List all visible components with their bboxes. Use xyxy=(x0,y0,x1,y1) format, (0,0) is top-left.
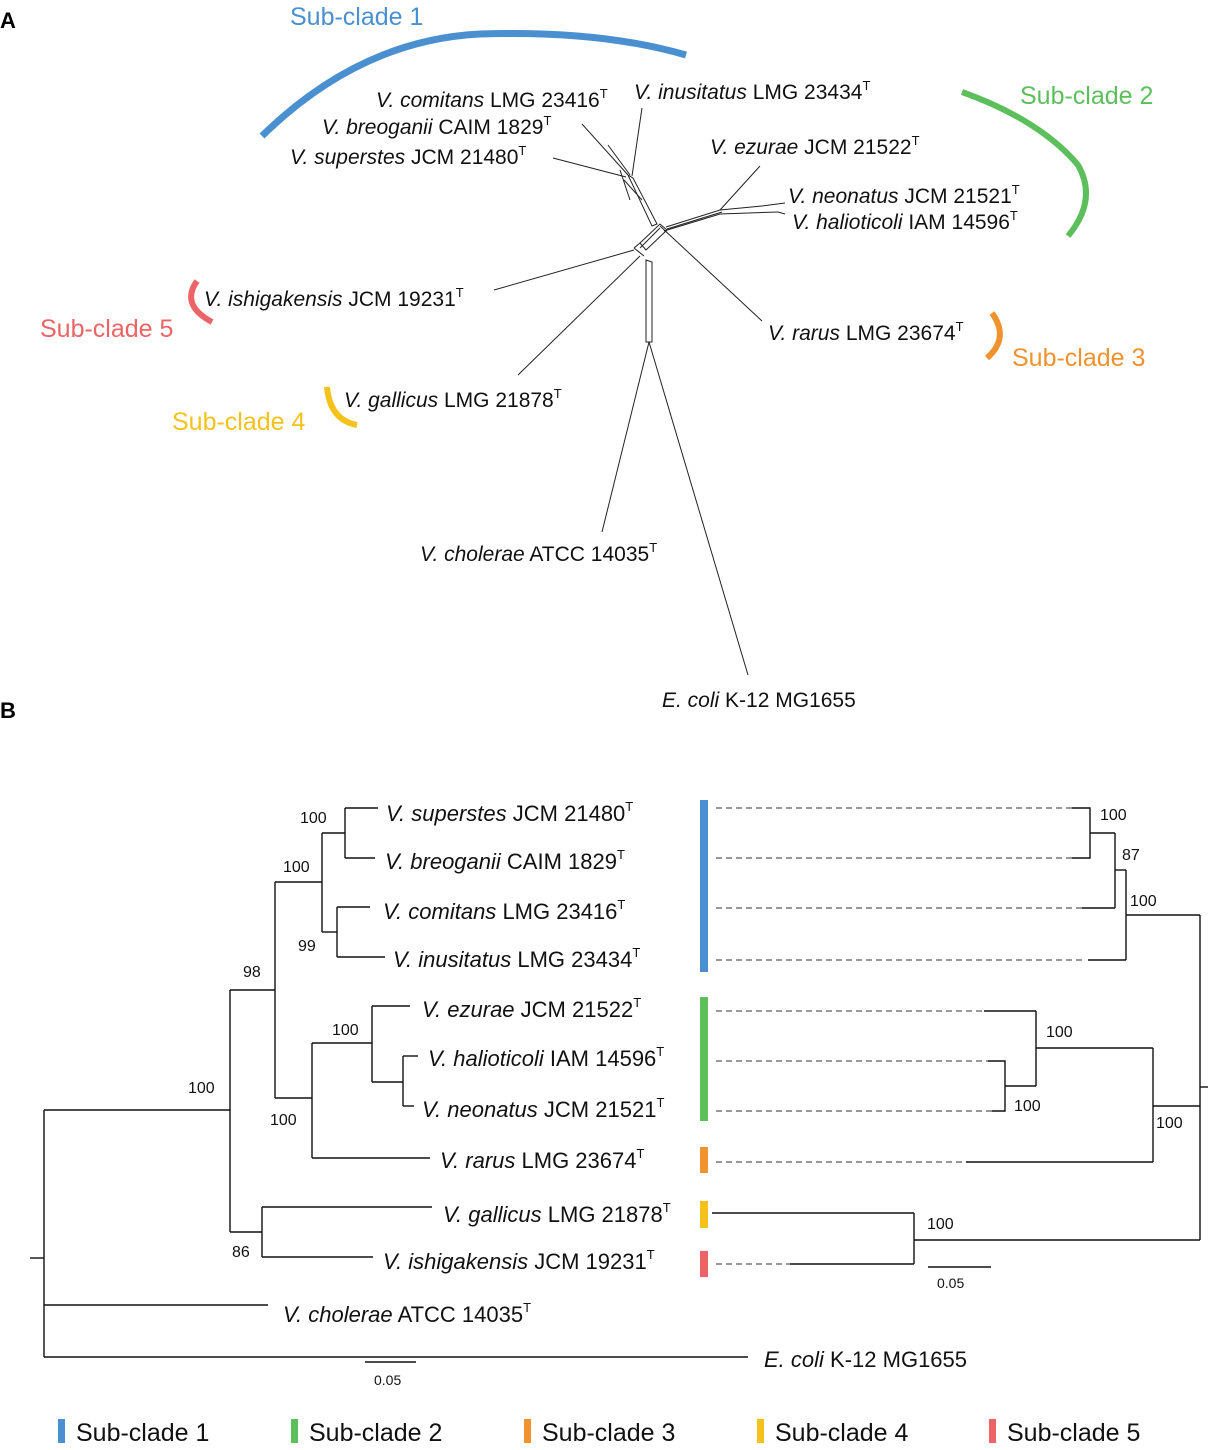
dashed-connectors xyxy=(716,807,1082,1265)
legend-swatch-subclade5 xyxy=(989,1419,996,1443)
subclade3-label: Sub-clade 3 xyxy=(1012,344,1145,372)
taxon-a-ecoli: E. coli K-12 MG1655 xyxy=(662,689,856,712)
bootstrap-label: 100 xyxy=(1100,807,1127,824)
left-tree xyxy=(30,807,748,1358)
taxon-b-cholerae: V. cholerae ATCC 14035T xyxy=(283,1300,531,1327)
bootstrap-label: 100 xyxy=(283,859,310,876)
taxon-b-gallicus: V. gallicus LMG 21878T xyxy=(443,1200,671,1227)
taxon-b-breoganii: V. breoganii CAIM 1829T xyxy=(385,847,625,874)
bootstrap-label: 100 xyxy=(1046,1024,1073,1041)
splits-network xyxy=(493,107,786,676)
left-scale-label: 0.05 xyxy=(374,1372,401,1388)
taxon-b-comitans: V. comitans LMG 23416T xyxy=(383,897,625,924)
legend-swatch-subclade2 xyxy=(291,1419,298,1443)
taxon-b-ezurae: V. ezurae JCM 21522T xyxy=(422,995,641,1022)
bootstrap-label: 100 xyxy=(270,1112,297,1129)
bootstrap-label: 100 xyxy=(188,1080,215,1097)
subclade2-bar xyxy=(700,997,708,1121)
subclade5-label: Sub-clade 5 xyxy=(40,315,173,343)
bootstrap-label: 98 xyxy=(243,964,261,981)
subclade4-label: Sub-clade 4 xyxy=(172,408,306,436)
legend-label-subclade1: Sub-clade 1 xyxy=(76,1419,209,1447)
legend-label-subclade3: Sub-clade 3 xyxy=(542,1419,675,1447)
taxon-a-gallicus: V. gallicus LMG 21878T xyxy=(344,386,562,412)
legend-label-subclade2: Sub-clade 2 xyxy=(309,1419,442,1447)
subclade1-arc xyxy=(259,29,687,139)
subclade3-arc xyxy=(984,311,1003,361)
taxon-a-inusitatus: V. inusitatus LMG 23434T xyxy=(634,78,870,104)
taxon-a-cholerae: V. cholerae ATCC 14035T xyxy=(420,540,657,566)
bootstrap-label: 100 xyxy=(1156,1115,1183,1132)
bootstrap-label: 99 xyxy=(298,938,316,955)
taxon-a-ishigakensis: V. ishigakensis JCM 19231T xyxy=(204,285,464,311)
taxon-b-halioticoli: V. halioticoli IAM 14596T xyxy=(428,1044,664,1071)
subclade2-arc xyxy=(960,89,1089,238)
taxon-b-ecoli: E. coli K-12 MG1655 xyxy=(764,1347,967,1372)
taxon-b-superstes: V. superstes JCM 21480T xyxy=(386,799,633,826)
bootstrap-label: 100 xyxy=(927,1216,954,1233)
taxon-b-ishigakensis: V. ishigakensis JCM 19231T xyxy=(383,1247,655,1274)
taxon-a-superstes: V. superstes JCM 21480T xyxy=(290,143,526,169)
legend-label-subclade4: Sub-clade 4 xyxy=(775,1419,909,1447)
legend-swatch-subclade1 xyxy=(58,1419,65,1443)
subclade5-bar xyxy=(700,1251,708,1277)
subclade1-bar xyxy=(700,800,708,972)
legend-swatch-subclade4 xyxy=(757,1419,764,1443)
legend-label-subclade5: Sub-clade 5 xyxy=(1007,1419,1140,1447)
bootstrap-label: 87 xyxy=(1122,847,1140,864)
legend: Sub-clade 1 Sub-clade 2 Sub-clade 3 Sub-… xyxy=(58,1419,1140,1447)
taxon-b-neonatus: V. neonatus JCM 21521T xyxy=(422,1095,664,1122)
taxon-a-halioticoli: V. halioticoli IAM 14596T xyxy=(792,208,1018,234)
bootstrap-label: 100 xyxy=(300,810,327,827)
subclade4-bar xyxy=(700,1201,708,1228)
taxon-a-ezurae: V. ezurae JCM 21522T xyxy=(710,133,920,159)
bootstrap-label: 100 xyxy=(1014,1098,1041,1115)
taxon-a-comitans: V. comitans LMG 23416T xyxy=(376,86,608,112)
panel-b: B xyxy=(0,698,1208,1447)
bootstrap-label: 100 xyxy=(1130,893,1157,910)
right-tree xyxy=(712,807,1208,1265)
subclade1-label: Sub-clade 1 xyxy=(290,3,423,31)
subclade3-bar xyxy=(700,1147,708,1173)
panel-a-letter: A xyxy=(0,8,16,33)
right-scale-label: 0.05 xyxy=(937,1275,964,1291)
subclade2-label: Sub-clade 2 xyxy=(1020,82,1153,110)
bootstrap-label: 86 xyxy=(232,1244,250,1261)
taxon-a-breoganii: V. breoganii CAIM 1829T xyxy=(322,113,551,139)
taxon-a-rarus: V. rarus LMG 23674T xyxy=(768,319,964,345)
panel-a: A Sub-clade 1 Sub-clade 2 Sub-clade 3 Su… xyxy=(0,3,1153,712)
taxon-a-neonatus: V. neonatus JCM 21521T xyxy=(788,182,1020,208)
legend-swatch-subclade3 xyxy=(524,1419,531,1443)
taxon-b-inusitatus: V. inusitatus LMG 23434T xyxy=(393,945,640,972)
panel-b-letter: B xyxy=(0,698,16,723)
bootstrap-label: 100 xyxy=(332,1022,359,1039)
subclade4-arc xyxy=(324,386,358,428)
taxon-b-rarus: V. rarus LMG 23674T xyxy=(440,1146,644,1173)
subclade5-arc xyxy=(188,279,214,325)
